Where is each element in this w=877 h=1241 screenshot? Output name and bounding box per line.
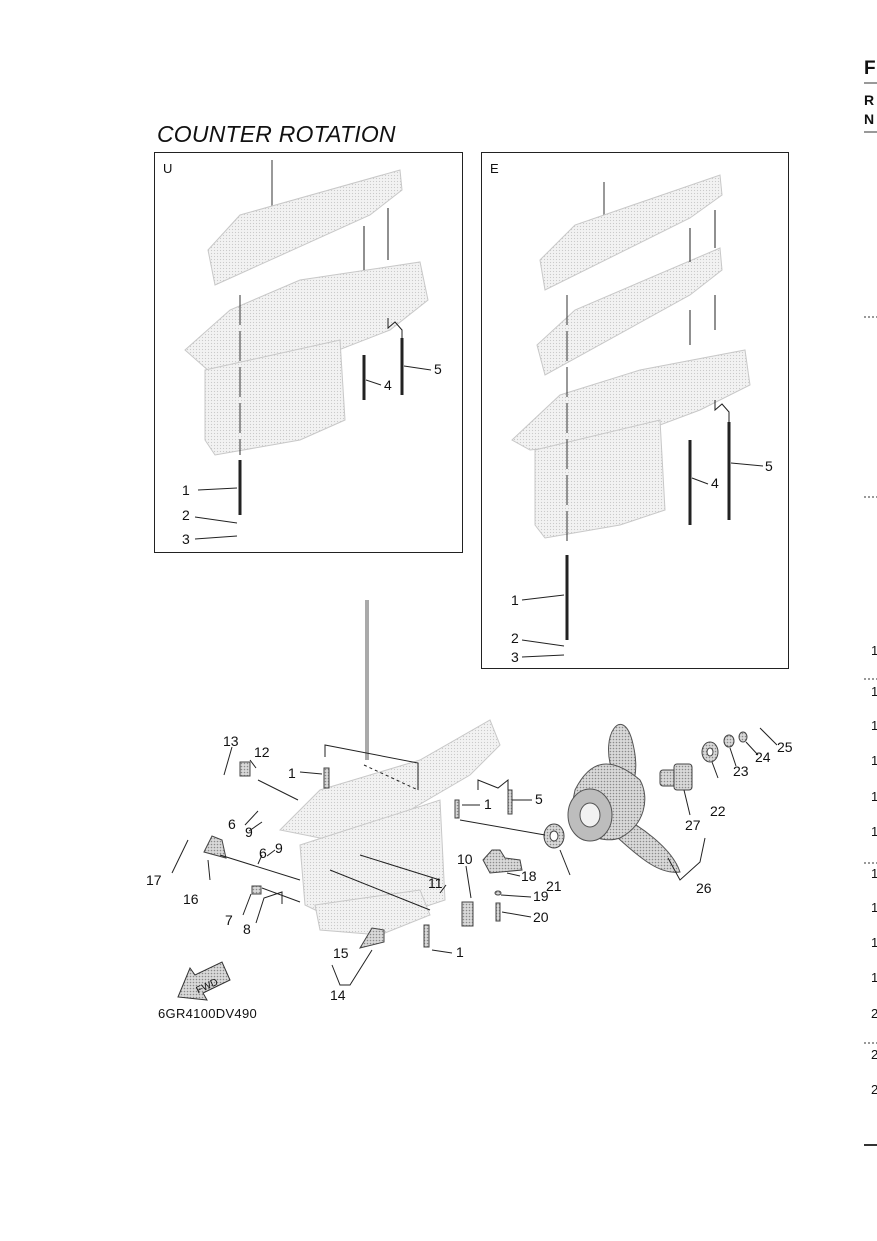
main-callout: 1: [456, 944, 464, 960]
main-callout: 11: [428, 875, 443, 891]
main-callout: 1: [484, 796, 492, 812]
right-column-number: 2: [871, 1082, 877, 1097]
panel-e-callout: 4: [711, 475, 719, 491]
main-leader-lines: [171, 727, 778, 986]
panel-e-callout: 3: [511, 649, 519, 665]
main-callout: 10: [457, 851, 473, 867]
panel-u-callout: 2: [182, 507, 190, 523]
main-callout: 21: [546, 878, 562, 894]
main-callout: 13: [223, 733, 239, 749]
panel-u-housing: [184, 160, 429, 456]
right-column-number: 1: [871, 900, 877, 915]
main-callout: 18: [521, 868, 537, 884]
main-callout: 27: [685, 817, 701, 833]
right-column-number: 1: [871, 684, 877, 699]
main-callout: 9: [245, 824, 253, 840]
main-callout: 1: [288, 765, 296, 781]
panel-u-diagram: U: [154, 152, 463, 553]
main-callout: 23: [733, 763, 749, 779]
main-callout: 7: [225, 912, 233, 928]
panel-e-tag: E: [490, 161, 499, 176]
main-callout: 14: [330, 987, 346, 1003]
main-callout: 12: [254, 744, 270, 760]
main-callout: 19: [533, 888, 549, 904]
panel-e-callout: 1: [511, 592, 519, 608]
right-column-number: 1: [871, 753, 877, 768]
main-callout: 6: [259, 845, 267, 861]
main-callout: 26: [696, 880, 712, 896]
main-callout: 6: [228, 816, 236, 832]
panel-e-callout: 2: [511, 630, 519, 646]
panel-e-leader-lines: [521, 210, 764, 658]
right-column-number: 1: [871, 643, 877, 658]
panel-e-callouts: 1 2 3 4 5: [511, 458, 773, 665]
page-title: COUNTER ROTATION: [157, 121, 396, 147]
panel-e-housing: [511, 174, 751, 539]
right-column-number: 1: [871, 718, 877, 733]
main-callouts: 13 12 1 5 1 6 9 6 9 17 16 7 8 10 11 18 1…: [146, 733, 793, 1003]
right-column-number: 1: [871, 866, 877, 881]
main-callout: 25: [777, 739, 793, 755]
right-column-number: 2: [871, 1047, 877, 1062]
fwd-arrow: FWD: [177, 961, 231, 1001]
diagram-code: 6GR4100DV490: [158, 1006, 257, 1021]
main-lower-unit-housing: [278, 600, 501, 936]
right-column-number: 2: [871, 1006, 877, 1021]
main-callout: 8: [243, 921, 251, 937]
hardware-parts: [203, 731, 748, 949]
panel-e-diagram: E: [481, 152, 789, 669]
right-column-rules: [864, 82, 877, 1146]
main-callout: 17: [146, 872, 162, 888]
right-column-header: R: [864, 92, 875, 108]
right-column-number: 1: [871, 789, 877, 804]
panel-u-callout: 4: [384, 377, 392, 393]
panel-u-tag: U: [163, 161, 173, 176]
main-callout: 9: [275, 840, 283, 856]
panel-u-callout: 5: [434, 361, 442, 377]
main-callout: 24: [755, 749, 771, 765]
panel-u-callout: 1: [182, 482, 190, 498]
panel-e-callout: 5: [765, 458, 773, 474]
panel-u-leader-lines: [194, 208, 432, 540]
main-callout: 15: [333, 945, 349, 961]
main-callout: 5: [535, 791, 543, 807]
right-column-number: 1: [871, 935, 877, 950]
main-callout: 20: [533, 909, 549, 925]
right-column-number: 1: [871, 970, 877, 985]
panel-u-callouts: 1 2 3 4 5: [182, 361, 442, 547]
right-column-header: N: [864, 111, 875, 127]
propeller: [567, 724, 681, 873]
right-column-header: F: [864, 58, 876, 79]
main-callout: 22: [710, 803, 726, 819]
main-callout: 16: [183, 891, 199, 907]
right-column-number: 1: [871, 824, 877, 839]
panel-u-callout: 3: [182, 531, 190, 547]
